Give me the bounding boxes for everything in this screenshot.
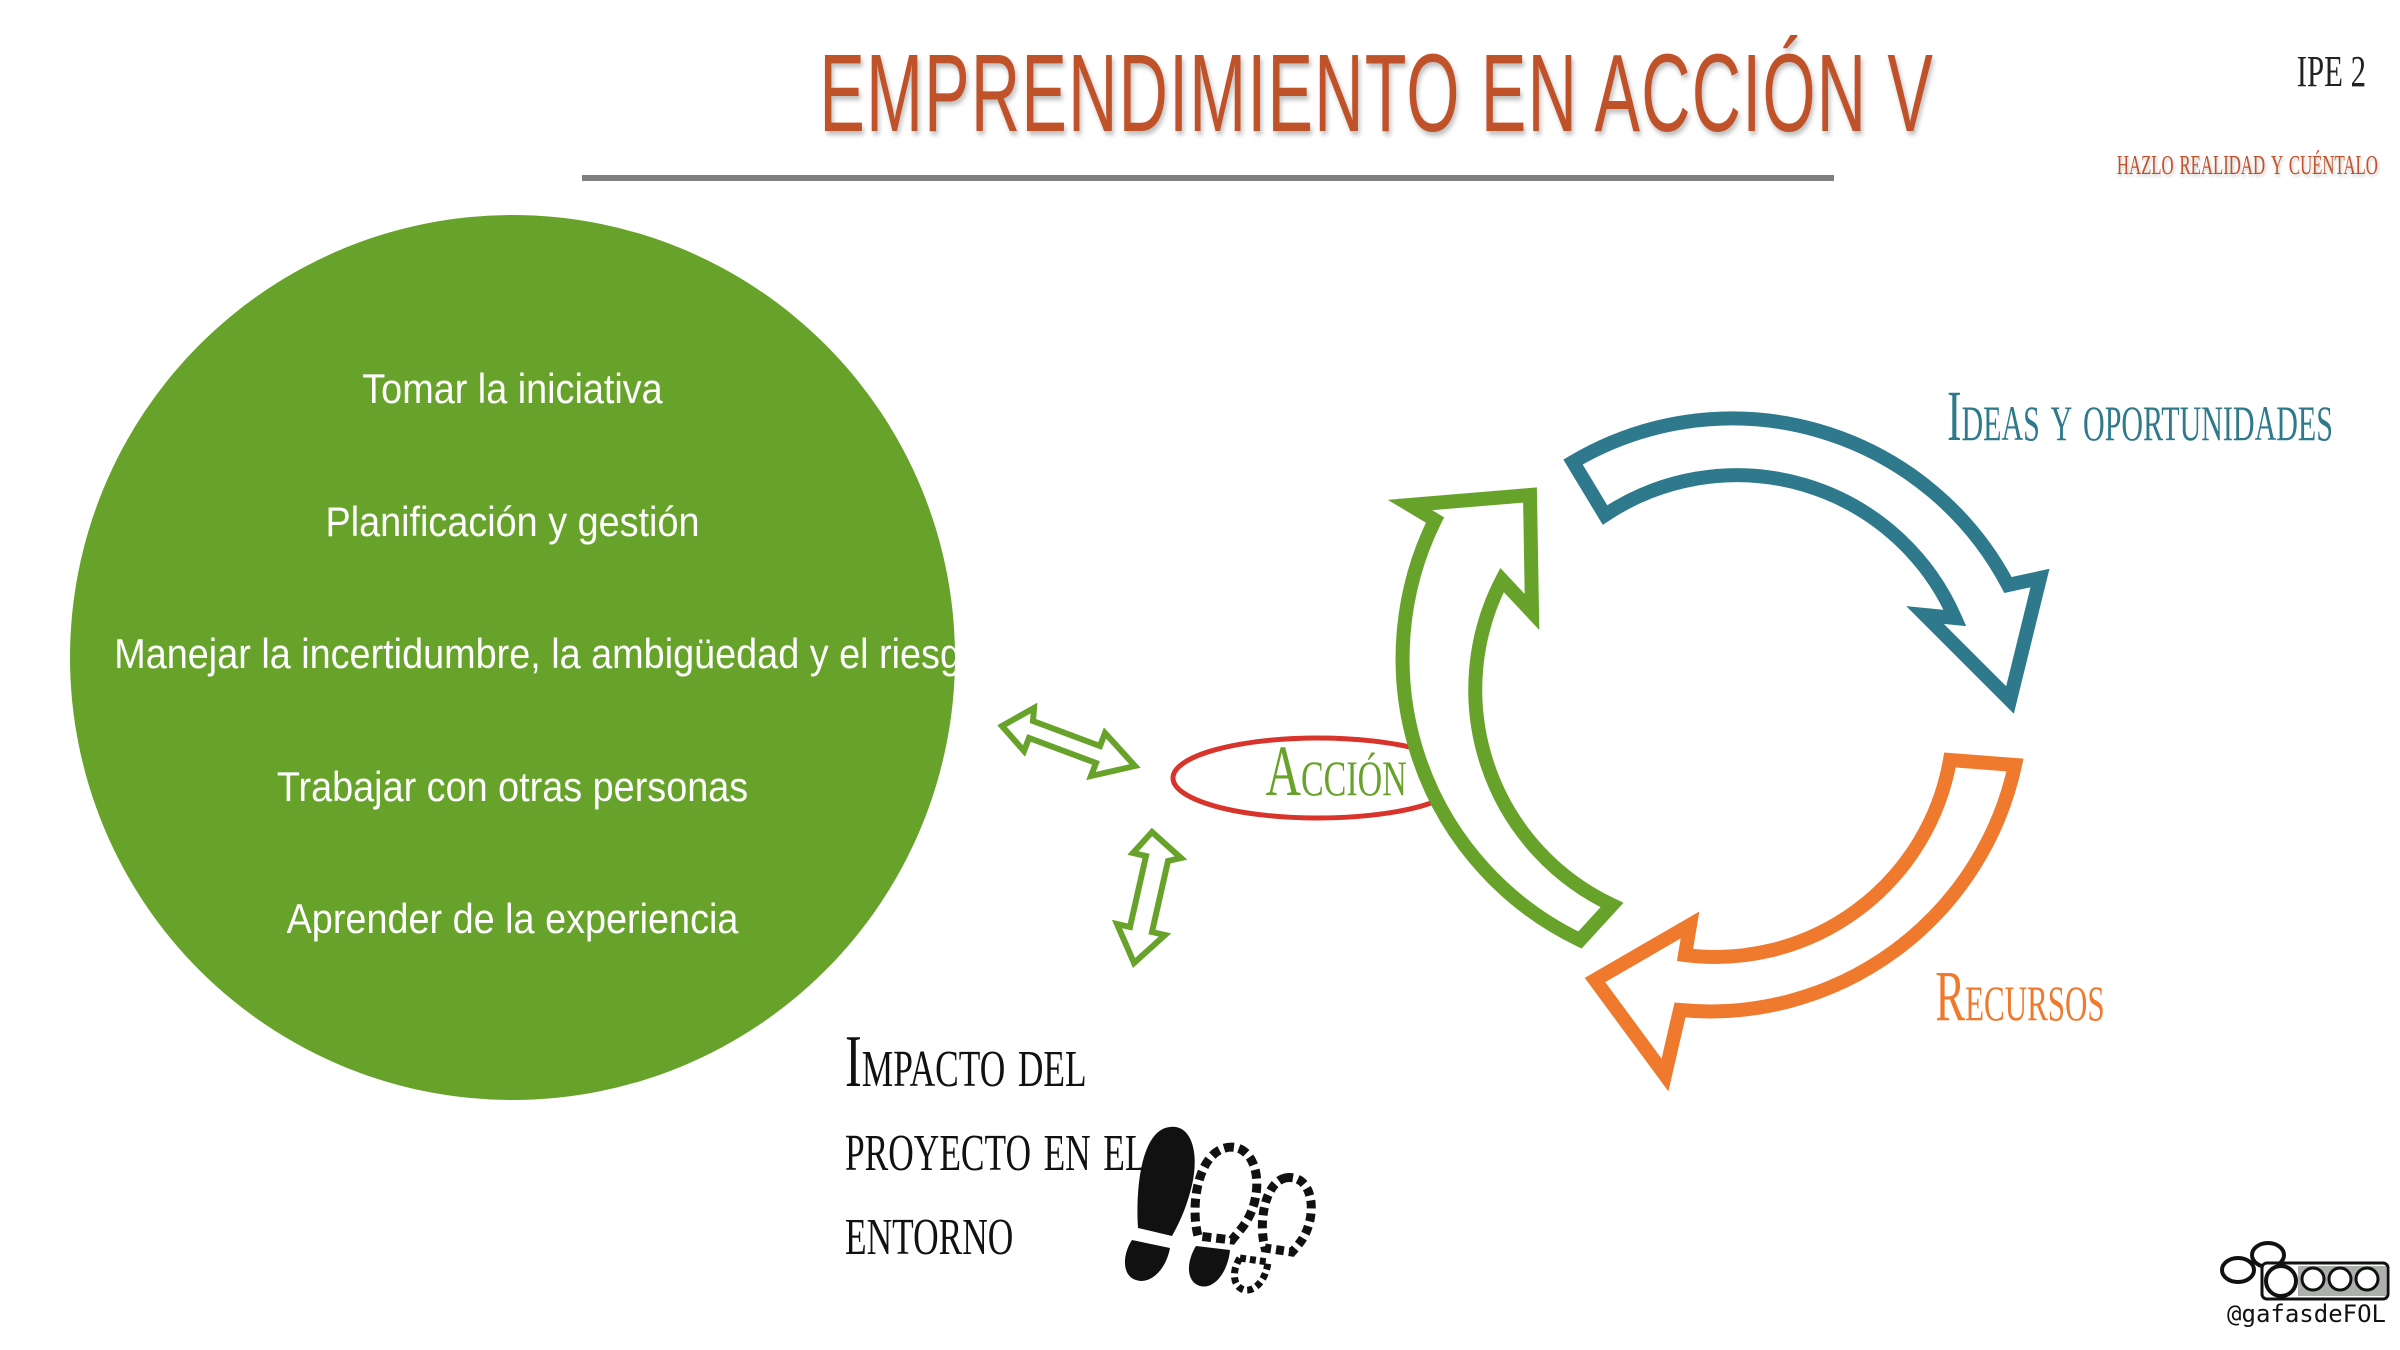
resources-label: Recursos (1935, 956, 2105, 1036)
title-divider (582, 175, 1834, 181)
author-handle: @gafasdeFOL (2227, 1300, 2386, 1328)
course-label: IPE 2 (2296, 47, 2366, 96)
cycle-arrow-green (1387, 487, 1624, 949)
competence-item-experience: Aprender de la experiencia (286, 895, 739, 942)
cycle-arrow-orange (1584, 752, 2024, 1092)
competences-circle (70, 215, 955, 1100)
accion-label: Acción (1265, 731, 1407, 811)
competence-item-uncertainty: Manejar la incertidumbre, la ambigüedad … (114, 630, 983, 677)
competence-item-planning: Planificación y gestión (325, 498, 700, 545)
double-arrow-icon (997, 702, 1141, 781)
impact-label: Impacto del proyecto en el entorno (845, 1021, 1147, 1271)
footprints-icon (1124, 1126, 1316, 1294)
cycle-arrow-blue (1563, 411, 2050, 714)
competence-item-initiative: Tomar la iniciativa (362, 365, 663, 412)
competence-item-teamwork: Trabajar con otras personas (276, 763, 749, 810)
cc-license-icon (2260, 1261, 2390, 1301)
course-subtitle: hazlo realidad y cuéntalo (2117, 141, 2378, 183)
ideas-label: Ideas y oportunidades (1947, 376, 2333, 456)
double-arrow-icon (1111, 827, 1188, 969)
